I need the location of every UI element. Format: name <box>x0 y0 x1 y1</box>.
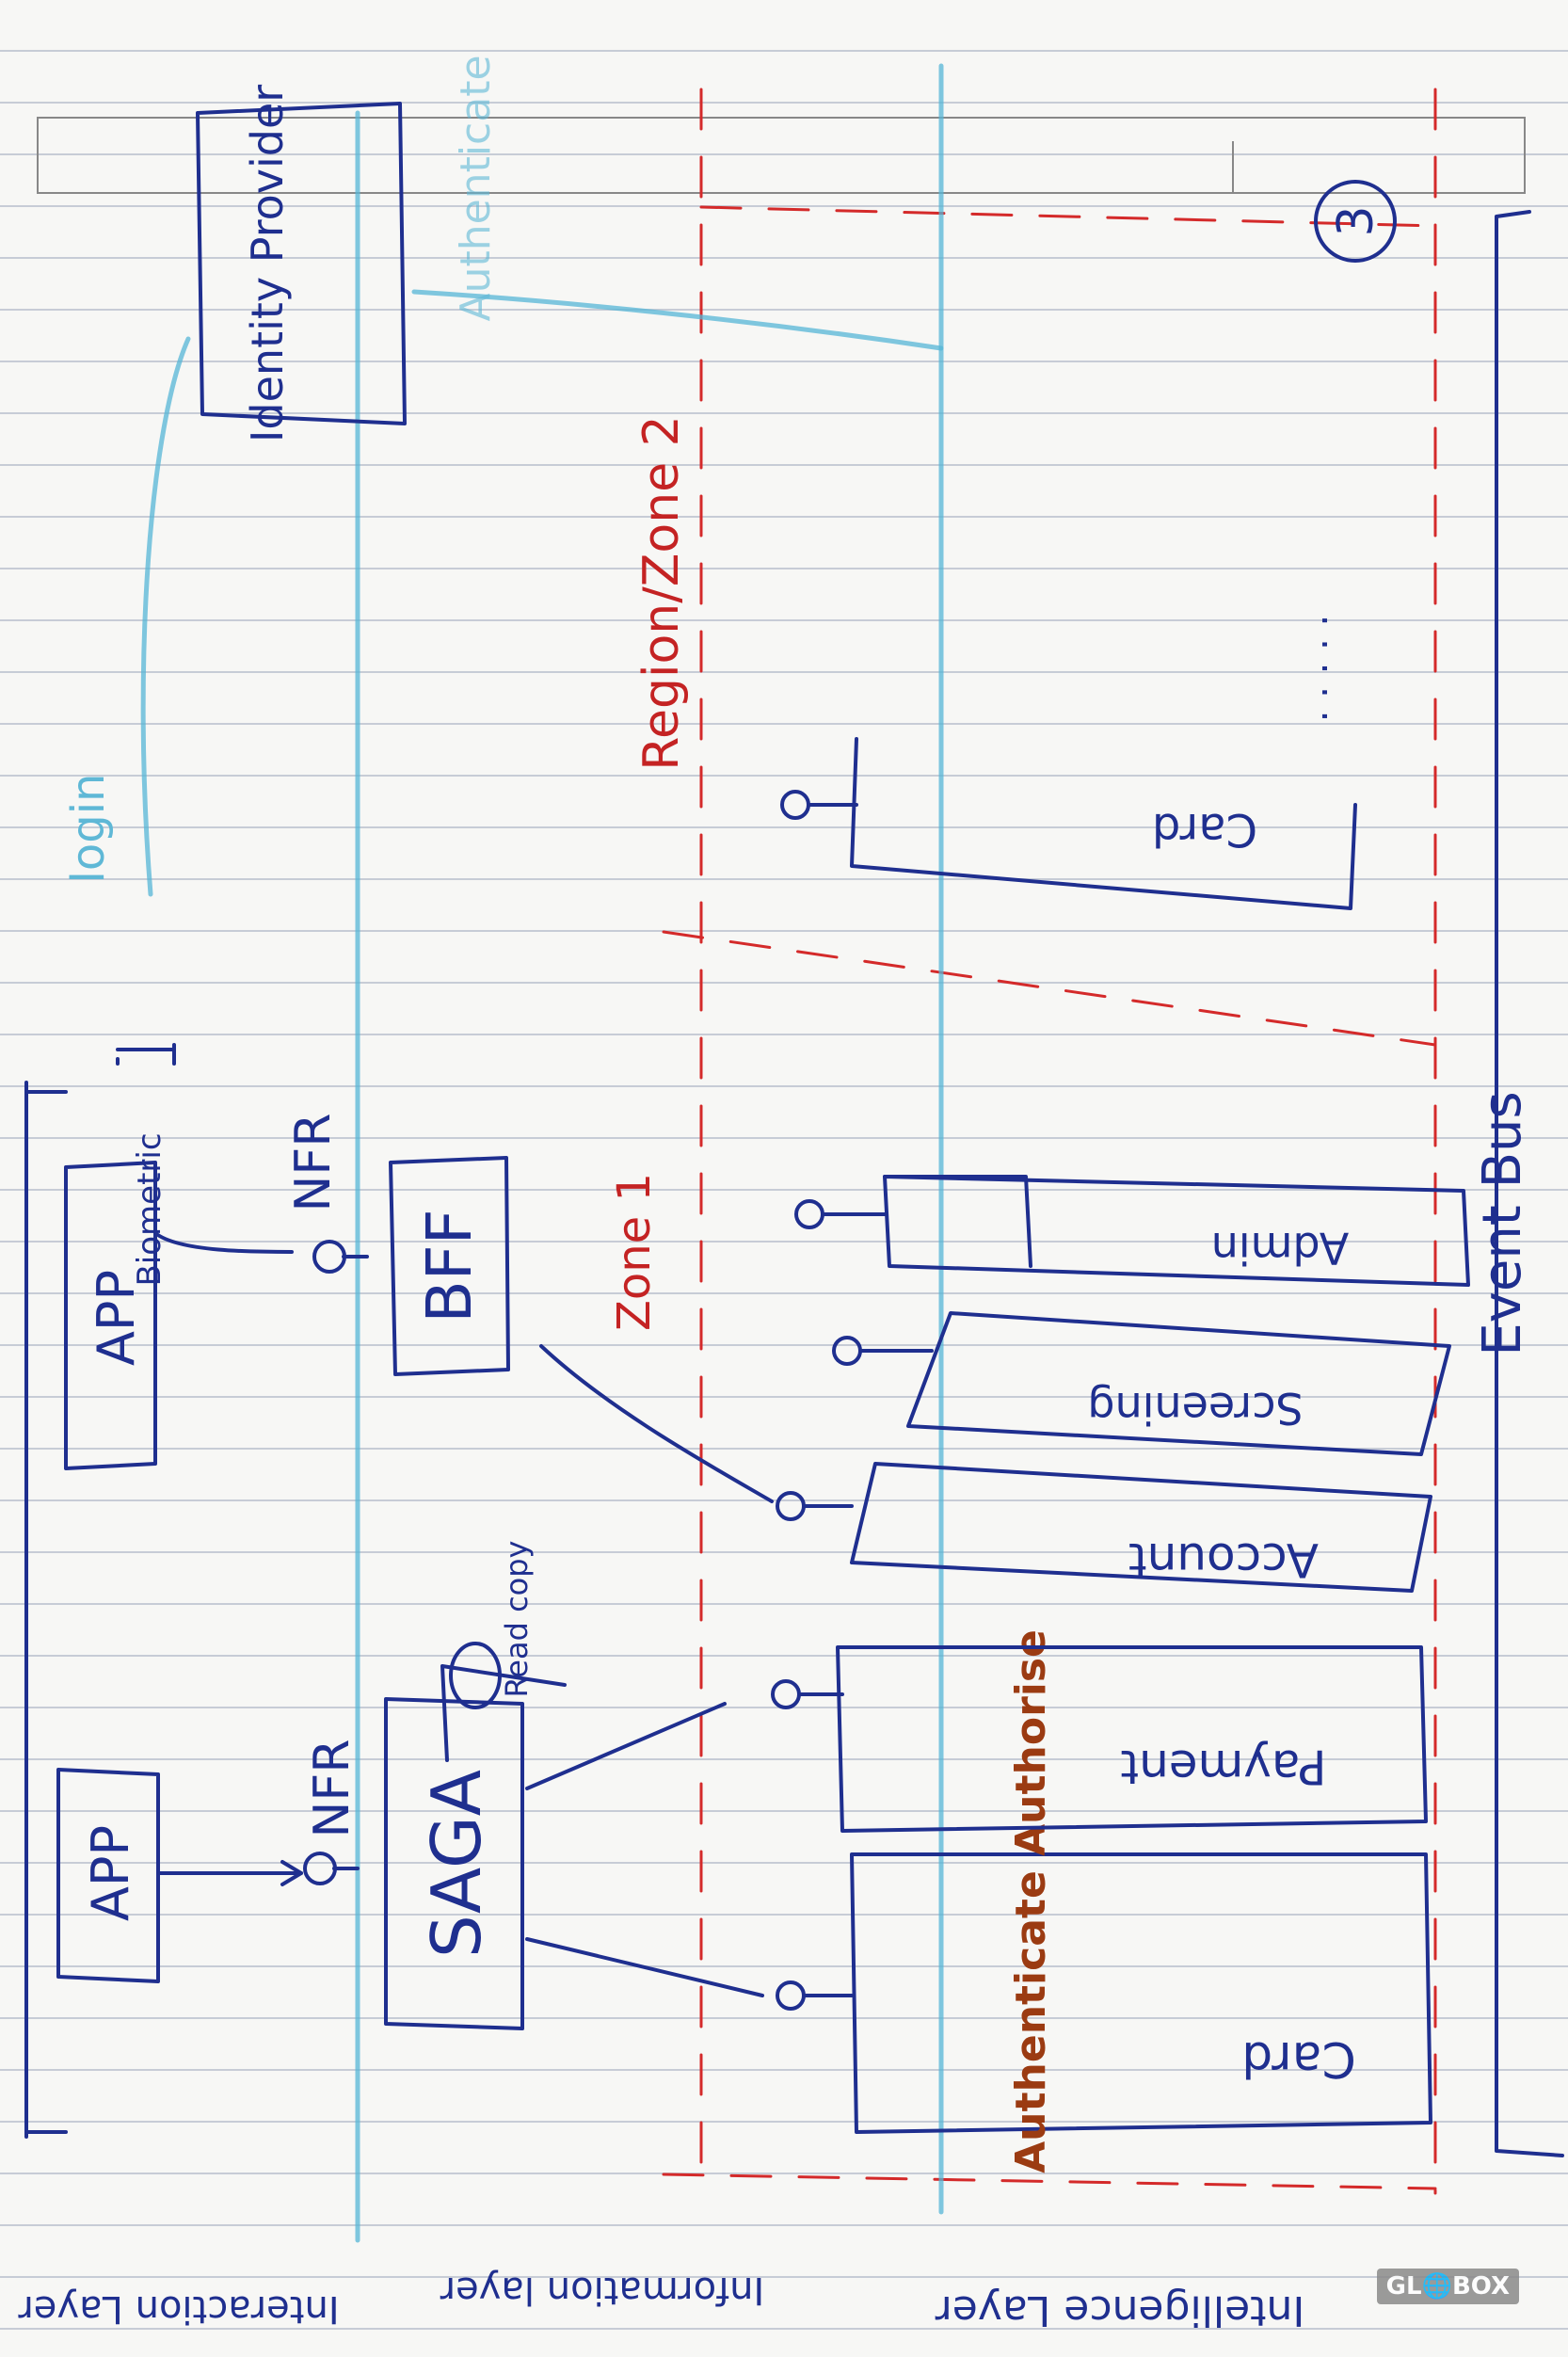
app-label-2: APP <box>87 1270 146 1366</box>
event-bus-label: Event Bus <box>1472 1091 1533 1355</box>
login-label: login <box>62 774 115 884</box>
biometric-label: Biometric <box>131 1132 168 1286</box>
identity-provider-label: Identity Provider <box>242 85 293 442</box>
nfr-label-2: NFR <box>285 1114 342 1212</box>
authenticate-authorise-label: Authenticate Authorise <box>1007 1629 1055 2173</box>
page-header-box <box>37 117 1526 194</box>
app-label-1: APP <box>81 1825 140 1921</box>
zone2-top-line <box>699 205 1437 228</box>
ellipsis-more-services: . . . . . <box>1293 615 1336 722</box>
saga-to-payment-arrow <box>525 1702 727 1790</box>
login-flow-arrow <box>140 336 191 897</box>
screening-label: Screening <box>1087 1383 1303 1434</box>
biometric-box: Biometric <box>116 1043 176 1287</box>
read-copy-label: Read copy <box>499 1541 535 1698</box>
bff-box: BFF <box>389 1156 510 1376</box>
account-connector <box>776 1491 806 1521</box>
bff-to-account-arrow <box>539 1344 774 1503</box>
read-copy-box: Read copy <box>440 1541 567 1762</box>
authenticate-flow-arrow <box>411 289 944 351</box>
admin-connector <box>794 1199 824 1229</box>
saga-label: SAGA <box>417 1770 496 1958</box>
region-zone2-label: Region/Zone 2 <box>633 415 690 771</box>
account-label: Account <box>1128 1532 1319 1587</box>
authenticate-label: Authenticate <box>452 55 500 321</box>
admin-service-box: Admin <box>794 1175 1470 1287</box>
interaction-layer-label: Interaction Layer <box>18 2287 340 2331</box>
identity-provider-box: Identity Provider <box>196 85 407 442</box>
nfr-connector-2 <box>312 1240 346 1274</box>
screening-connector <box>832 1336 862 1366</box>
event-bus: Event Bus <box>1472 210 1564 2157</box>
biometric-to-nfr-arrow <box>153 1231 294 1254</box>
payment-connector <box>771 1679 801 1709</box>
watermark-logo: GL🌐BOX <box>1376 2269 1519 2304</box>
information-layer-label: Information layer <box>440 2269 764 2312</box>
card2-label: Card <box>1152 803 1257 856</box>
admin-label: Admin <box>1211 1223 1350 1274</box>
card-service-box: Card Authenticate Authorise <box>776 1629 1432 2173</box>
app-box-2: APP <box>64 1161 157 1470</box>
screening-service-box: Screening <box>832 1311 1451 1456</box>
payment-label: Payment <box>1121 1740 1327 1794</box>
zone1-label: Zone 1 <box>608 1173 661 1331</box>
circled-number-label: 3 <box>1328 205 1384 236</box>
saga-to-card-arrow <box>525 1937 764 1997</box>
nfr-connector-1 <box>303 1852 337 1885</box>
card-connector <box>776 1980 806 2011</box>
intelligence-layer-label: Intelligence Layer <box>935 2286 1305 2334</box>
nfr-label-1: NFR <box>304 1740 360 1838</box>
saga-box: SAGA <box>384 1697 524 2030</box>
card2-service-box: Card <box>780 737 1357 910</box>
zone1-bottom-line <box>662 2173 1437 2190</box>
bff-label: BFF <box>413 1209 486 1323</box>
circled-number <box>1314 180 1397 263</box>
card2-connector <box>780 790 810 820</box>
account-service-box: Account <box>776 1462 1432 1593</box>
card-label: Card <box>1241 2030 1356 2087</box>
payment-service-box: Payment <box>771 1645 1428 1833</box>
zone-divider-line <box>662 930 1437 1047</box>
app-box-1: APP <box>56 1768 160 1983</box>
